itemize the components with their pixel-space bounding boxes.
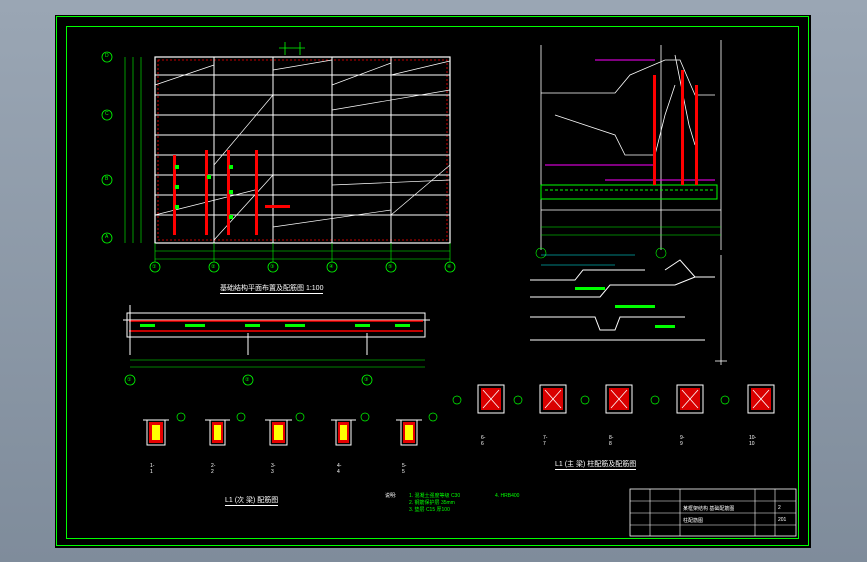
axis-y-c: C [105,111,109,117]
axis-x-2: ② [211,264,216,270]
drawing-canvas[interactable]: 基础结构平面布置及配筋图 1:100 L1 (次 梁) 配筋图 L1 (主 梁)… [55,15,811,548]
axis-x-4: ④ [329,264,334,270]
outer-frame [56,16,809,546]
note-3: 3. 垫层 C15 厚100 [409,507,450,513]
section-10-10: 10-10 [749,435,757,447]
axis-y-b: B [105,176,109,182]
notes-label: 说明: [385,493,397,499]
section-3-3: 3-3 [271,463,276,475]
section-4-4: 4-4 [337,463,342,475]
section-2-2: 2-2 [211,463,216,475]
axis-y-d: D [105,53,109,59]
drawing-svg [56,16,809,546]
axis-x-3: ③ [270,264,275,270]
title-block-sheet: 201 [778,517,787,523]
note-1: 1. 混凝土强度等级 C30 [409,493,461,499]
beam-axis-3: ③ [364,377,369,383]
beam-axis-1: ① [127,377,132,383]
axis-y-a: A [105,234,109,240]
pile-elevation [535,40,722,259]
inner-frame [66,26,799,539]
section-6-6: 6-6 [481,435,486,447]
title-block-project: 某框架结构 基础配筋图 [683,506,735,512]
title-block-version: 2 [778,505,781,511]
note-2: 2. 钢筋保护层 35mm [409,500,455,506]
axis-x-1: ① [152,264,157,270]
column-title: L1 (主 梁) 柱配筋及配筋图 [555,461,637,470]
plan-title: 基础结构平面布置及配筋图 1:100 [220,285,324,294]
beam-title: L1 (次 梁) 配筋图 [225,497,279,506]
beam-sections [143,412,438,446]
notes-block: 说明: 1. 混凝土强度等级 C30 2. 钢筋保护层 35mm 3. 垫层 C… [385,493,519,513]
column-sections [452,384,775,414]
section-9-9: 9-9 [680,435,685,447]
foundation-plan [101,42,456,273]
section-5-5: 5-5 [402,463,407,475]
title-block-drawing: 柱配筋图 [683,518,704,524]
rebar-details [530,254,727,365]
section-7-7: 7-7 [543,435,548,447]
section-8-8: 8-8 [609,435,614,447]
note-4: 4. HRB400 [495,493,520,499]
section-1-1: 1-1 [150,463,155,475]
title-block [629,488,797,537]
beam-elevation [123,305,430,386]
beam-axis-2: ② [245,377,250,383]
axis-x-6: ⑥ [447,264,452,270]
axis-x-5: ⑤ [388,264,393,270]
